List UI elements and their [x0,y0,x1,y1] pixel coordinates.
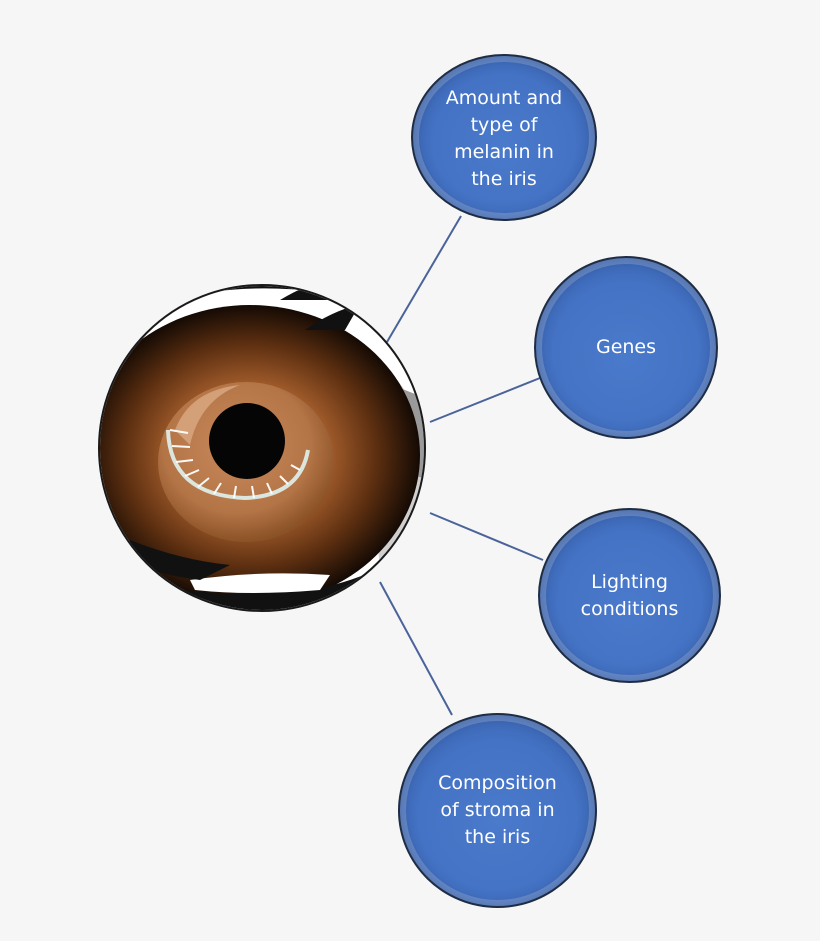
factor-node-genes: Genes [534,256,718,439]
factor-label-lighting: Lighting conditions [580,570,679,620]
connector-genes [429,377,541,423]
factor-label-genes: Genes [595,336,657,358]
connector-lighting [429,512,544,561]
connector-stroma [379,581,453,716]
factor-node-melanin: Amount and type of melanin in the iris [411,54,597,221]
factor-node-stroma: Composition of stroma in the iris [398,713,597,908]
factor-node-lighting: Lighting conditions [538,508,721,683]
connector-melanin [386,215,462,343]
factor-label-stroma: Composition of stroma in the iris [438,772,557,848]
brown-eye-icon [98,284,426,612]
factor-label-melanin: Amount and type of melanin in the iris [445,86,563,190]
